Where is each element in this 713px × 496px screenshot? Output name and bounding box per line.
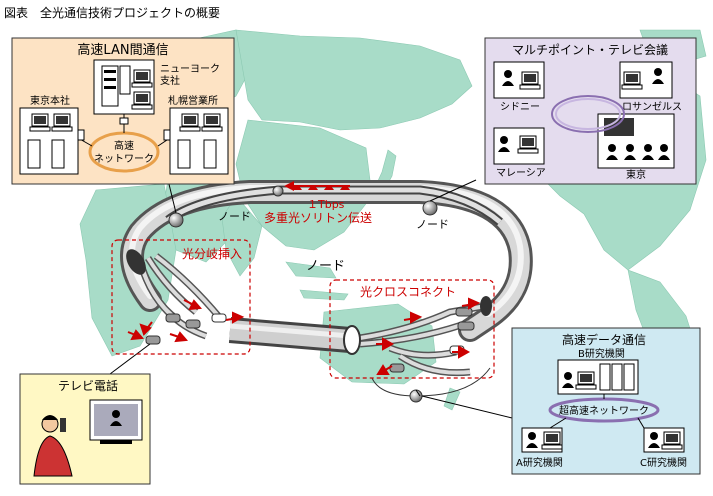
sydney-label: シドニー <box>500 102 540 113</box>
lan-title: 高速LAN間通信 <box>77 42 168 58</box>
conference-title: マルチポイント・テレビ会議 <box>512 43 668 57</box>
cross-connect-label: 光クロスコネクト <box>360 285 456 299</box>
phone-title: テレビ電話 <box>58 378 118 393</box>
network-ellipse-icon <box>88 131 160 173</box>
ny-label: ニューヨーク <box>160 63 220 75</box>
la-label: ロサンゼルス <box>622 101 682 113</box>
conference-network-icon <box>551 95 625 133</box>
leader-lan <box>167 179 177 214</box>
sapporo-label: 札幌営業所 <box>168 94 218 107</box>
node-top-icon <box>272 185 284 197</box>
ny-branch-label: 支社 <box>160 74 180 87</box>
node-left-icon <box>168 212 184 228</box>
add-drop-label: 光分岐挿入 <box>182 247 242 261</box>
institute-b-label: B研究機関 <box>578 347 625 360</box>
node-bottom-icon <box>409 389 423 403</box>
land-new-zealand <box>443 387 461 411</box>
malaysia-label: マレーシア <box>496 168 546 179</box>
add-drop-zone <box>111 239 251 355</box>
network-label-2: ネットワーク <box>94 153 154 165</box>
data-box: 高速データ通信 B研究機関 超高速ネットワーク A研究機関 C研究機関 <box>511 327 701 475</box>
leader-conference <box>429 179 477 202</box>
land-asia-north <box>235 29 473 131</box>
data-title: 高速データ通信 <box>562 332 646 347</box>
conference-box: マルチポイント・テレビ会議 シドニー ロサンゼルス マレーシア 東京 <box>484 37 697 185</box>
figure-title: 図表 全光通信技術プロジェクトの概要 <box>4 5 220 20</box>
node-center-label: ノード <box>306 259 345 274</box>
cross-connect-zone <box>329 279 495 379</box>
transmission-label: 多重光ソリトン伝送 <box>264 210 372 225</box>
lan-box: 高速LAN間通信 ニューヨーク 支社 東京本社 札幌営業所 高速 ネットワーク <box>11 37 235 185</box>
signal-arrows <box>127 297 481 375</box>
institute-a-label: A研究機関 <box>516 456 563 469</box>
network-label: 超高速ネットワーク <box>559 404 649 417</box>
node-left-label: ノード <box>218 210 251 223</box>
speed-label: １Tbps <box>307 198 345 211</box>
leader-data <box>421 395 513 419</box>
transmission-arrow-icon <box>284 181 350 191</box>
institute-c-label: C研究機関 <box>640 456 687 469</box>
land-indonesia <box>285 261 349 301</box>
leader-phone <box>109 343 151 375</box>
node-right-icon <box>422 200 438 216</box>
phone-box: テレビ電話 <box>19 373 151 485</box>
network-label-1: 高速 <box>114 139 134 152</box>
land-india <box>221 195 263 277</box>
tokyo-conf-label: 東京 <box>626 168 646 181</box>
tokyo-hq-label: 東京本社 <box>30 94 70 107</box>
node-right-label: ノード <box>416 218 449 231</box>
